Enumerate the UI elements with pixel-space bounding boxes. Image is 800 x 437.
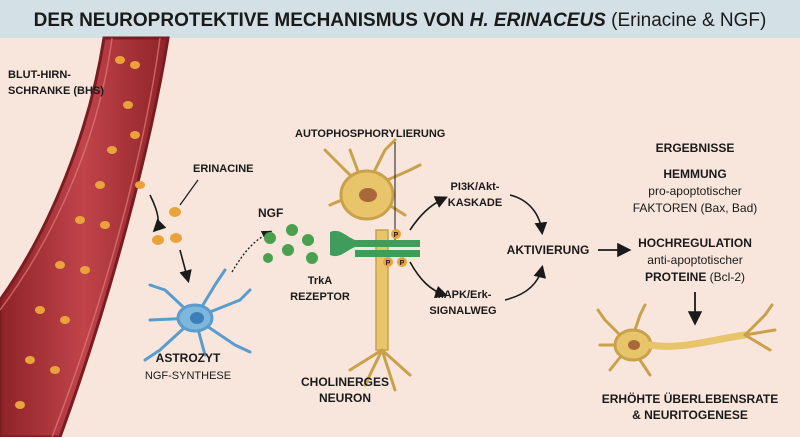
astrocyte-label: ASTROZYT (156, 351, 221, 365)
autophosphorylation-label: AUTOPHOSPHORYLIERUNG (295, 128, 445, 140)
phosphate-label: P (386, 260, 391, 267)
mapk-label-line2: SIGNALWEG (429, 305, 496, 317)
inhibition-line2: pro-apoptotischer (648, 184, 741, 198)
results-heading: ERGEBNISSE (656, 141, 735, 155)
phosphate-label: P (400, 260, 405, 267)
page-title: DER NEUROPROTEKTIVE MECHANISMUS VON H. E… (34, 10, 767, 31)
phosphate-icon (397, 257, 407, 267)
trka-label-line1: TrkA (308, 275, 333, 287)
activation-label: AKTIVIERUNG (507, 243, 590, 257)
bbb-label-line1: BLUT-HIRN- (8, 69, 71, 81)
upregulation-line3: PROTEINE (Bcl-2) (645, 270, 745, 284)
healthy-neuron (596, 303, 777, 377)
arrow-pi3k-to-activation (509, 194, 548, 236)
neuron-label-line2: NEURON (319, 391, 371, 405)
phosphate-icon (391, 229, 401, 239)
erinacine-label: ERINACINE (193, 163, 254, 175)
outcome-line1: ERHÖHTE ÜBERLEBENSRATE (602, 391, 778, 406)
astrocyte-sub-label: NGF-SYNTHESE (145, 370, 231, 382)
arrow-to-astrocyte (179, 249, 192, 284)
erinacine-molecules (152, 207, 182, 245)
pi3k-label-line2: KASKADE (448, 197, 502, 209)
ngf-molecules (263, 224, 318, 264)
arrow-to-ngf (231, 230, 273, 273)
astrocyte-cell (143, 268, 252, 362)
erinacine-molecules-in-vessel (15, 56, 145, 409)
upregulation-line2: anti-apoptotischer (647, 253, 742, 267)
blood-vessel (0, 36, 170, 437)
arrow-to-mapk (409, 261, 449, 299)
neuron-label-line1: CHOLINERGES (301, 375, 389, 389)
phosphate-label: P (394, 232, 399, 239)
arrow-to-pi3k (409, 196, 448, 231)
inhibition-line3: FAKTOREN (Bax, Bad) (633, 201, 757, 215)
bbb-label-line2: SCHRANKE (BHS) (8, 85, 104, 97)
arrow-mapk-to-activation (504, 264, 547, 301)
arrow-cross-bbb (149, 194, 167, 233)
title-bar (0, 0, 800, 38)
mapk-label-line1: MAPK/Erk- (435, 289, 492, 301)
ngf-label: NGF (258, 206, 283, 220)
phosphate-icon (383, 257, 393, 267)
inhibition-heading: HEMMUNG (663, 167, 726, 181)
outcome-line2: & NEURITOGENESE (632, 408, 748, 422)
trka-receptor: P P P (330, 229, 420, 267)
erinacine-pointer (179, 179, 199, 206)
trka-label-line2: REZEPTOR (290, 291, 350, 303)
upregulation-heading: HOCHREGULATION (638, 236, 752, 250)
pi3k-label-line1: PI3K/Akt- (451, 181, 500, 193)
